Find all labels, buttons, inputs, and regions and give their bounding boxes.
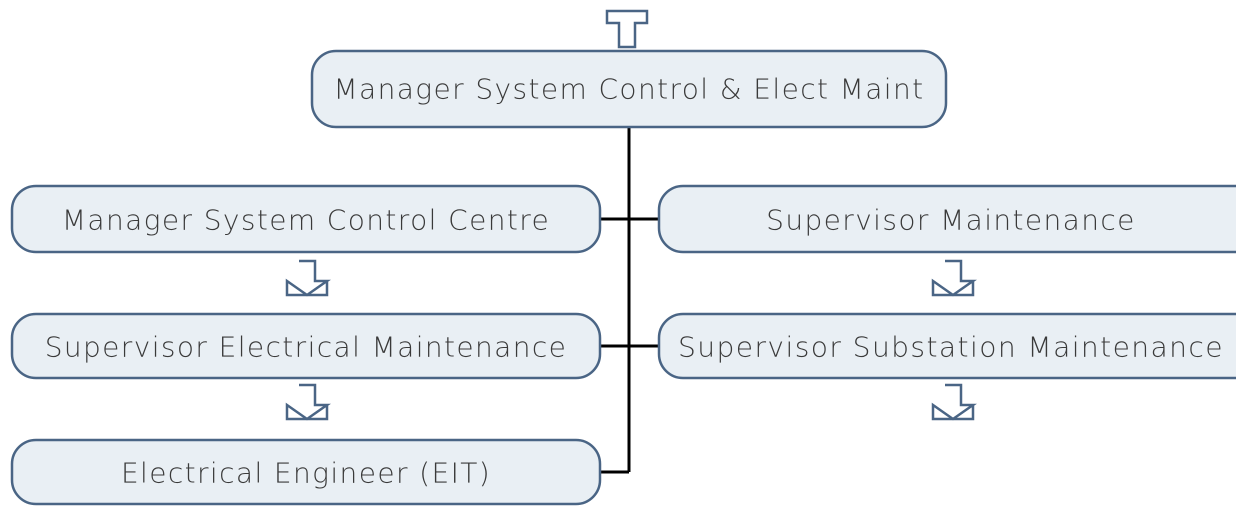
expand-up-icon[interactable] [605,9,649,49]
org-node-root[interactable]: Manager System Control & Elect Maint [310,49,948,129]
node-box [10,312,602,380]
org-node-supervisor-electrical-maintenance[interactable]: Supervisor Electrical Maintenance [10,312,602,380]
expand-down-icon[interactable] [285,259,331,297]
org-node-supervisor-maintenance[interactable]: Supervisor Maintenance [657,184,1236,254]
node-box [10,438,602,506]
org-node-supervisor-substation-maintenance[interactable]: Supervisor Substation Maintenance [657,312,1236,380]
node-title: Supervisor Substation Maintenance [678,331,1224,364]
node-title: Supervisor Electrical Maintenance [45,331,568,364]
node-title: Manager System Control Centre [62,204,550,237]
expand-down-icon[interactable] [285,383,331,421]
node-box [310,49,948,129]
node-title: Electrical Engineer (EIT) [121,457,491,490]
node-box [657,184,1236,254]
node-box [10,184,602,254]
org-node-electrical-engineer-eit[interactable]: Electrical Engineer (EIT) [10,438,602,506]
org-node-manager-system-control-centre[interactable]: Manager System Control Centre [10,184,602,254]
node-box [657,312,1236,380]
connectors [600,127,659,474]
expand-down-icon[interactable] [931,383,977,421]
expand-down-icon[interactable] [931,259,977,297]
node-title: Supervisor Maintenance [766,204,1136,237]
node-title: Manager System Control & Elect Maint [333,73,924,106]
